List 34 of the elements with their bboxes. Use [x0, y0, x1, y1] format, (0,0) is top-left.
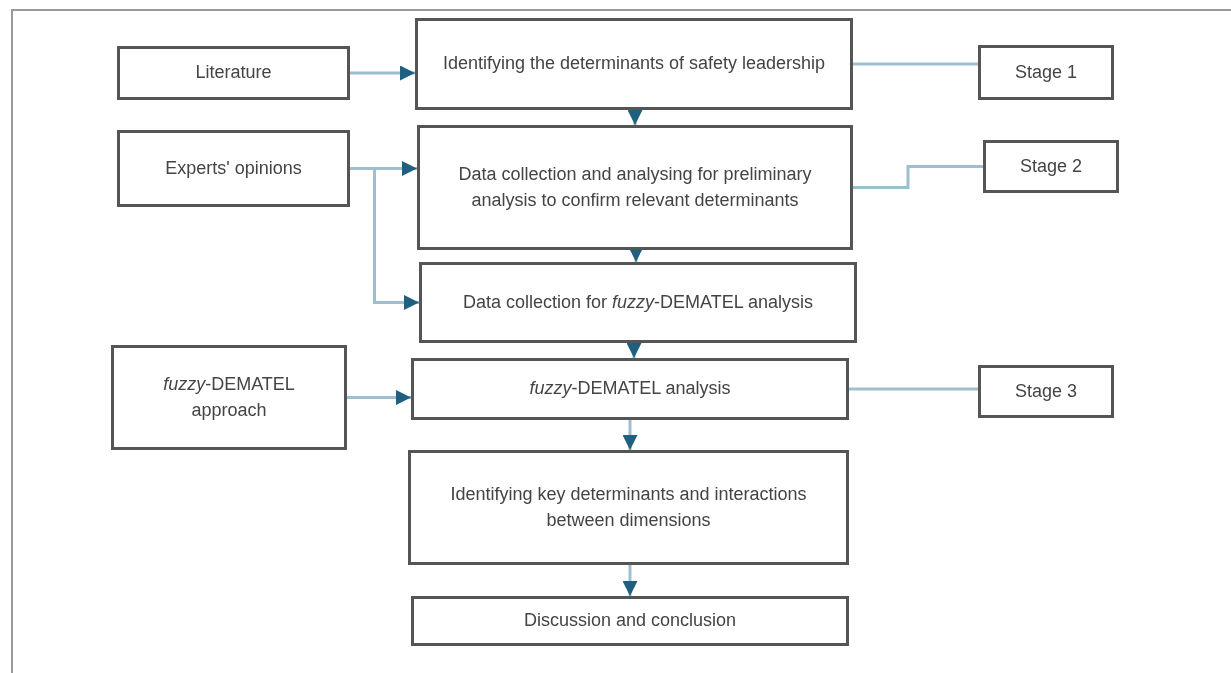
process-box — [415, 18, 853, 110]
box-text: Experts' opinions — [165, 156, 302, 180]
box-text: Data collection and analysing for preliminary analysis to confirm relevant determinants — [457, 163, 813, 212]
process-box — [978, 365, 1114, 418]
connector-line — [853, 62, 978, 66]
box-text: Literature — [195, 61, 272, 85]
box-text: Stage 3 — [1014, 379, 1078, 403]
connector-line — [853, 165, 983, 189]
box-text: Identifying the determinants of safety leadership — [442, 52, 826, 76]
process-box — [419, 262, 857, 343]
arrow — [626, 343, 642, 358]
box-text: fuzzy-DEMATEL analysis — [529, 377, 731, 401]
process-box — [408, 450, 849, 565]
box-text: Identifying key determinants and interactions between dimensions — [449, 483, 808, 532]
process-box — [417, 125, 853, 250]
process-box — [983, 140, 1119, 193]
process-box — [411, 596, 849, 646]
process-box — [411, 358, 849, 420]
arrow — [622, 565, 638, 596]
arrow — [627, 110, 643, 125]
box-text: Data collection for fuzzy-DEMATEL analysis — [462, 290, 814, 314]
box-text: Discussion and conclusion — [523, 609, 737, 633]
connector-line — [849, 387, 978, 391]
arrow — [350, 65, 415, 81]
arrow — [622, 420, 638, 450]
box-text: Stage 1 — [1014, 60, 1078, 84]
process-box — [117, 130, 350, 207]
box-text: fuzzy-DEMATEL approach — [162, 373, 296, 422]
arrow — [350, 167, 419, 310]
process-box — [111, 345, 347, 450]
box-text: Stage 2 — [1019, 154, 1083, 178]
process-box — [117, 46, 350, 100]
process-box — [978, 45, 1114, 100]
arrow — [347, 390, 411, 405]
